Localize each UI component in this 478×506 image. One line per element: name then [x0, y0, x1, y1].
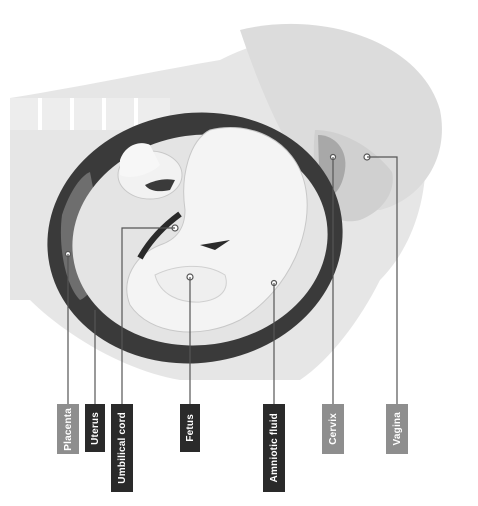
label-fetus: Fetus [180, 404, 200, 452]
label-amniotic-fluid-text: Amniotic fluid [269, 413, 280, 482]
label-vagina: Vagina [386, 404, 408, 454]
label-uterus: Uterus [85, 404, 105, 452]
label-umbilical-cord: Umbilical cord [111, 404, 133, 492]
label-fetus-text: Fetus [185, 414, 196, 442]
label-umbilical-cord-text: Umbilical cord [117, 412, 128, 484]
label-vagina-text: Vagina [392, 412, 403, 445]
label-placenta: Placenta [57, 404, 79, 454]
label-cervix: Cervix [322, 404, 344, 454]
label-cervix-text: Cervix [328, 413, 339, 445]
label-uterus-text: Uterus [90, 412, 101, 445]
label-amniotic-fluid: Amniotic fluid [263, 404, 285, 492]
label-placenta-text: Placenta [63, 408, 74, 451]
